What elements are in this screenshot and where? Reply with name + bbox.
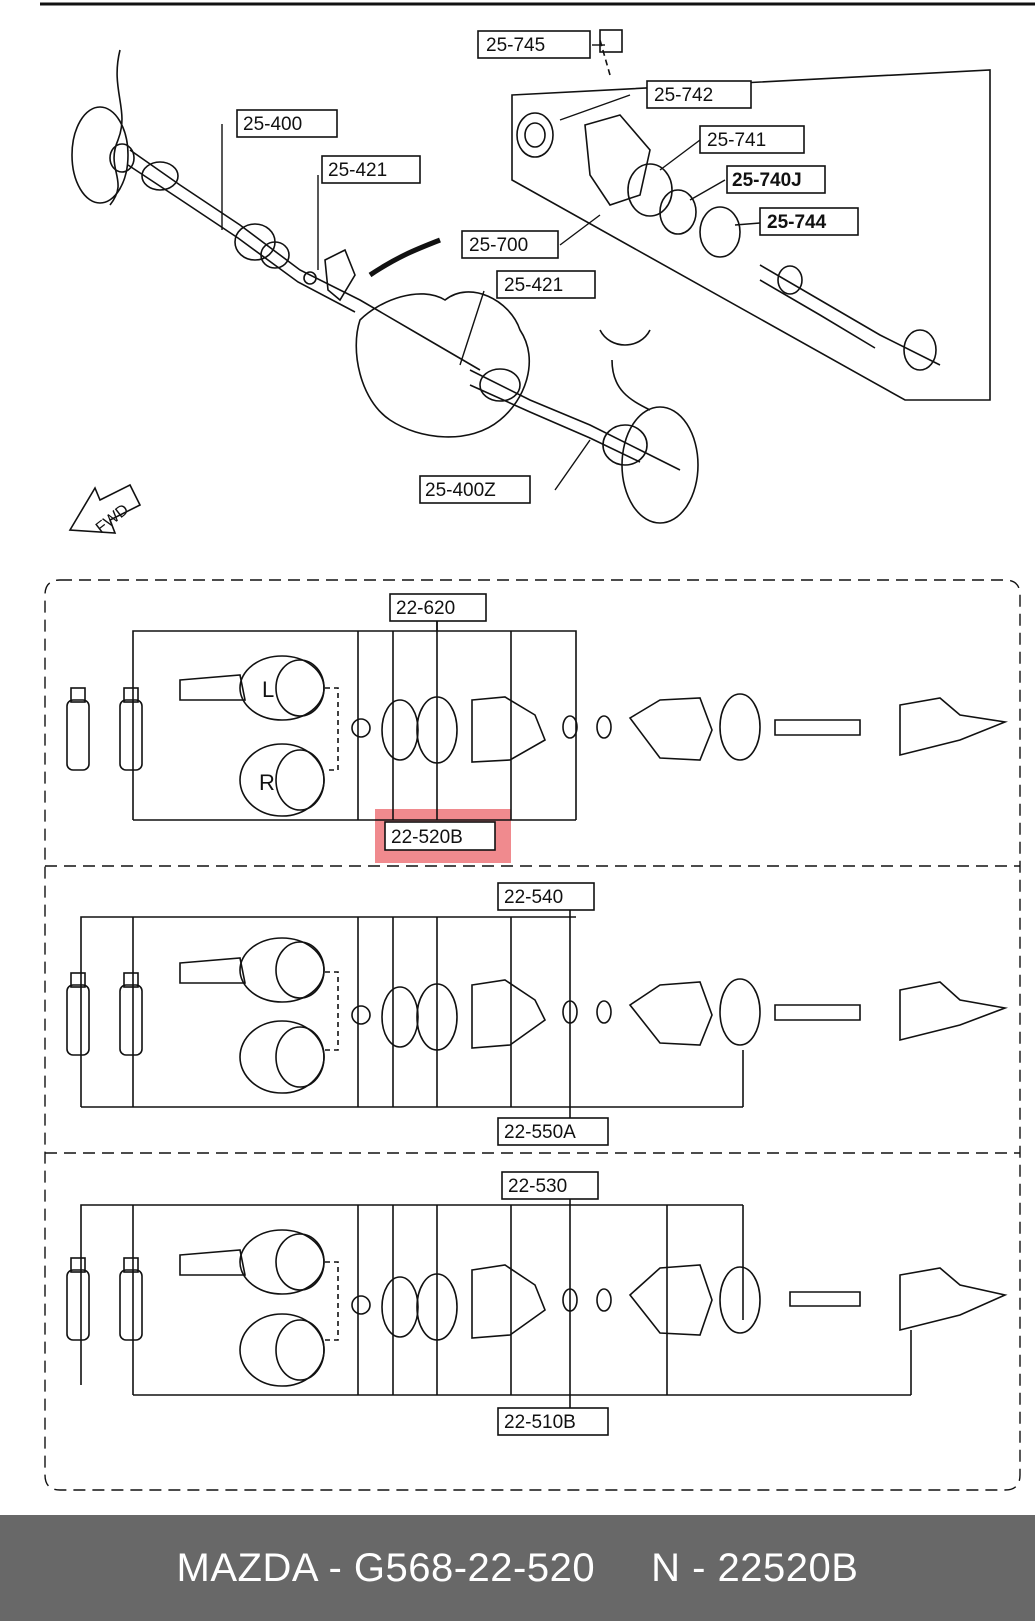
callout-25-421-right: 25-421 xyxy=(496,270,596,299)
parts-diagram: 25-745 25-742 25-741 25-740J 25-744 25-7… xyxy=(40,2,1035,1491)
joint-left-letter: L xyxy=(262,677,274,702)
callout-25-421-left: 25-421 xyxy=(321,155,421,184)
part-number-banner: MAZDA - G568-22-520 N - 22520B xyxy=(0,1515,1035,1621)
callout-25-400z: 25-400Z xyxy=(419,475,531,504)
callout-text: 25-421 xyxy=(328,160,387,181)
joint-letters: L R xyxy=(259,677,275,795)
callout-22-530: 22-530 xyxy=(501,1171,599,1200)
callout-25-741: 25-741 xyxy=(699,125,805,154)
callout-text: 25-742 xyxy=(654,85,713,106)
callout-22-520b: 22-520B xyxy=(384,821,496,851)
callout-text: 25-744 xyxy=(767,212,827,233)
callout-text: 25-745 xyxy=(486,35,545,56)
callout-text: 22-550A xyxy=(504,1122,576,1143)
callout-text: 22-620 xyxy=(396,598,455,619)
callout-text: 25-700 xyxy=(469,235,528,256)
row-3-parts xyxy=(66,1184,1008,1410)
callout-text: 22-540 xyxy=(504,887,563,908)
callout-text: 25-400Z xyxy=(425,480,496,501)
brand-part-number: MAZDA - G568-22-520 xyxy=(176,1545,596,1590)
intermediate-shaft-inset xyxy=(511,29,991,401)
callout-text: 25-421 xyxy=(504,275,563,296)
callout-text: 22-520B xyxy=(391,827,463,848)
callout-text: 25-740J xyxy=(732,170,802,191)
top-assembly xyxy=(68,49,699,534)
callout-22-550a: 22-550A xyxy=(497,1117,609,1146)
callout-25-742: 25-742 xyxy=(646,80,752,109)
variant-frame xyxy=(44,579,1021,1491)
callout-25-740j: 25-740J xyxy=(726,165,826,194)
callout-text: 25-400 xyxy=(243,114,302,135)
callout-25-745: 25-745 xyxy=(477,30,591,59)
row-2-parts xyxy=(66,896,1009,1120)
callout-22-540: 22-540 xyxy=(497,882,595,911)
callout-22-620: 22-620 xyxy=(389,593,487,622)
callout-25-400: 25-400 xyxy=(236,109,338,138)
joint-right-letter: R xyxy=(259,770,275,795)
callout-text: 22-530 xyxy=(508,1176,567,1197)
callout-22-510b: 22-510B xyxy=(497,1407,609,1436)
callout-25-700: 25-700 xyxy=(461,230,559,259)
oem-part-number: N - 22520B xyxy=(651,1545,859,1590)
callout-text: 25-741 xyxy=(707,130,766,151)
callout-25-744: 25-744 xyxy=(759,207,859,236)
top-leaders xyxy=(221,44,761,491)
callout-text: 22-510B xyxy=(504,1412,576,1433)
